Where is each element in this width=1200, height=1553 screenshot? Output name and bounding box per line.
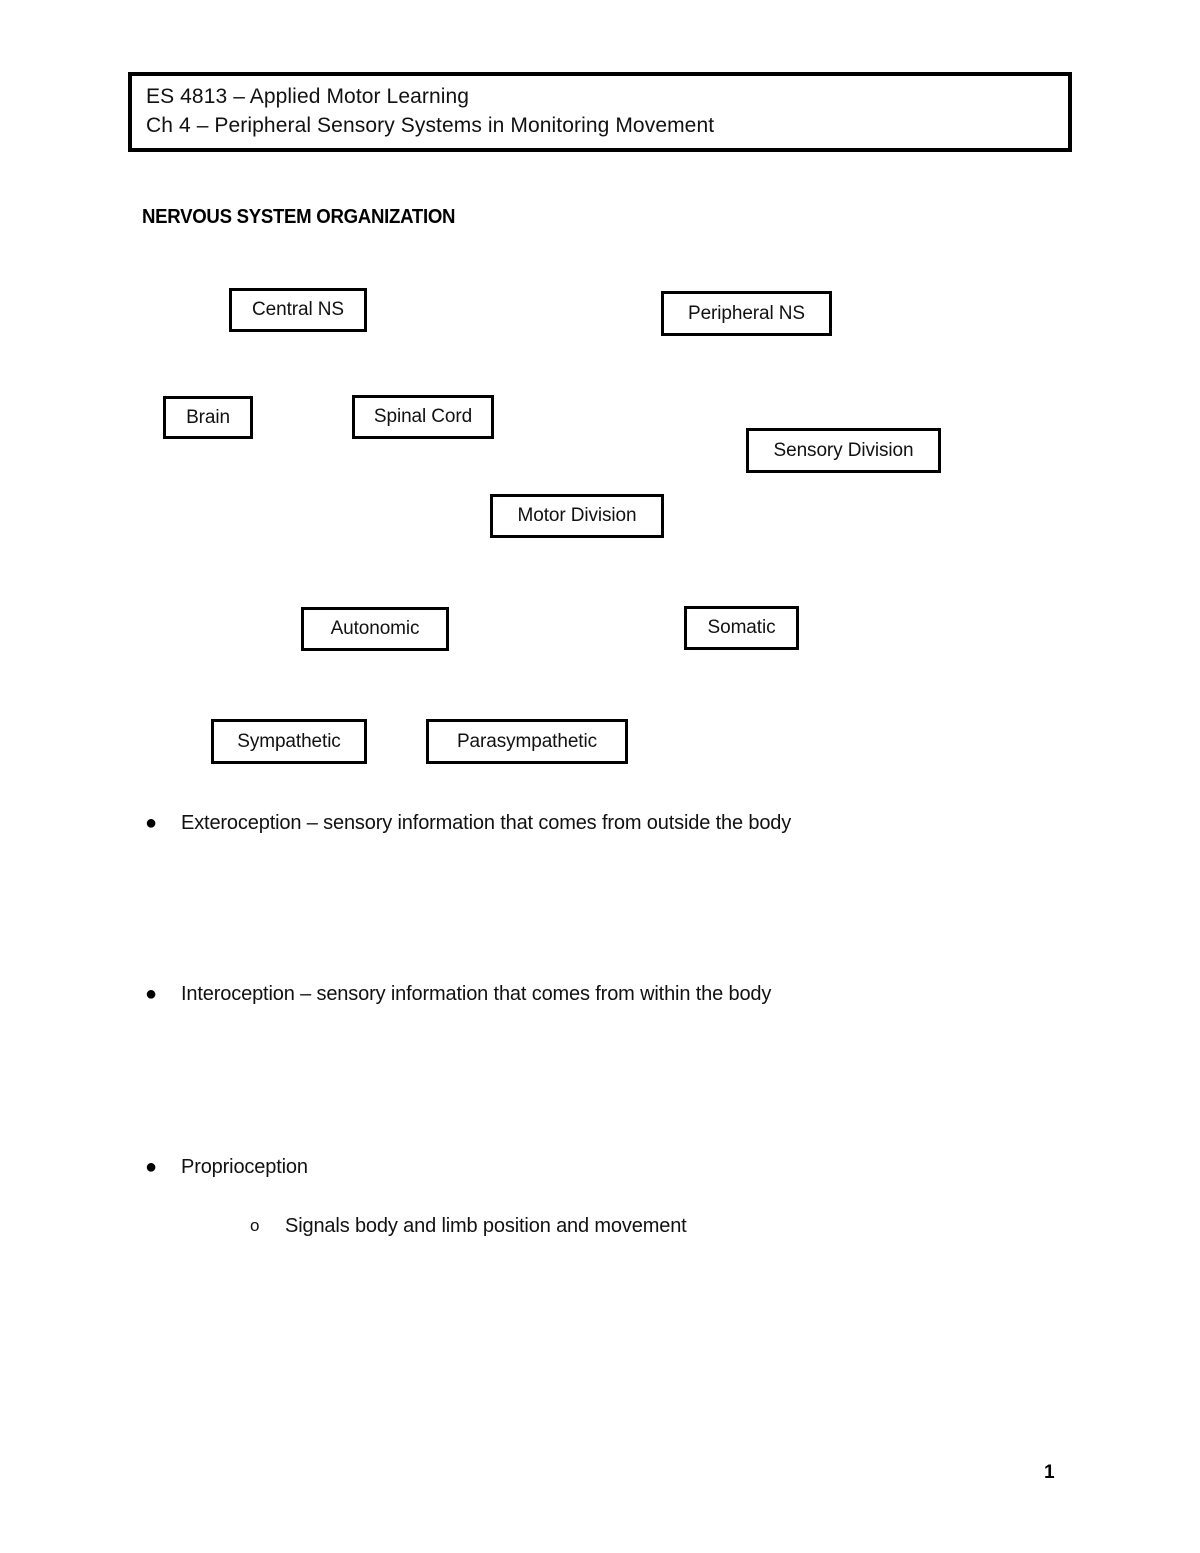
bullet-point-icon: ●	[145, 812, 158, 834]
diagram-box-autonomic: Autonomic	[301, 607, 449, 651]
diagram-box-somatic: Somatic	[684, 606, 799, 650]
diagram-box-label: Central NS	[252, 299, 344, 320]
bullet-point-icon: ●	[145, 1156, 158, 1178]
list-item-text: Proprioception	[181, 1156, 308, 1178]
list-item: ● Interoception – sensory information th…	[140, 979, 1040, 1009]
diagram-box-label: Sensory Division	[773, 439, 914, 461]
page-number: 1	[1044, 1462, 1055, 1483]
diagram-box-label: Autonomic	[330, 618, 420, 639]
hollow-bullet-icon: o	[250, 1216, 260, 1235]
diagram-box-label: Spinal Cord	[373, 406, 473, 427]
sub-list-item: o Signals body and limb position and mov…	[140, 1211, 1040, 1241]
diagram-box-peripheral-ns: Peripheral NS	[661, 291, 832, 336]
diagram-box-central-ns: Central NS	[229, 288, 367, 332]
list-item: ● Exteroception – sensory information th…	[140, 808, 1040, 838]
list-item: ● Proprioception	[140, 1152, 1040, 1182]
diagram-box-spinal-cord: Spinal Cord	[352, 395, 494, 439]
course-title-line: ES 4813 – Applied Motor Learning	[146, 85, 470, 108]
diagram-box-motor-division: Motor Division	[490, 494, 664, 538]
diagram-box-parasympathetic: Parasympathetic	[426, 719, 628, 764]
diagram-box-brain: Brain	[163, 396, 253, 439]
diagram-box-label: Somatic	[707, 617, 776, 638]
list-item-text: Interoception – sensory information that…	[181, 983, 772, 1005]
diagram-box-sensory-division: Sensory Division	[746, 428, 941, 473]
diagram-box-label: Brain	[186, 406, 230, 428]
diagram-box-label: Motor Division	[517, 505, 637, 526]
list-item-text: Exteroception – sensory information that…	[181, 812, 792, 834]
course-header-box: ES 4813 – Applied Motor Learning Ch 4 – …	[128, 72, 1072, 152]
section-heading: NERVOUS SYSTEM ORGANIZATION	[142, 206, 456, 228]
diagram-box-label: Parasympathetic	[456, 730, 597, 752]
diagram-box-sympathetic: Sympathetic	[211, 719, 367, 764]
diagram-box-label: Sympathetic	[237, 730, 341, 752]
diagram-box-label: Peripheral NS	[688, 302, 805, 324]
bullet-point-icon: ●	[145, 983, 158, 1005]
chapter-title-line: Ch 4 – Peripheral Sensory Systems in Mon…	[146, 114, 715, 137]
sub-list-item-text: Signals body and limb position and movem…	[285, 1215, 687, 1237]
